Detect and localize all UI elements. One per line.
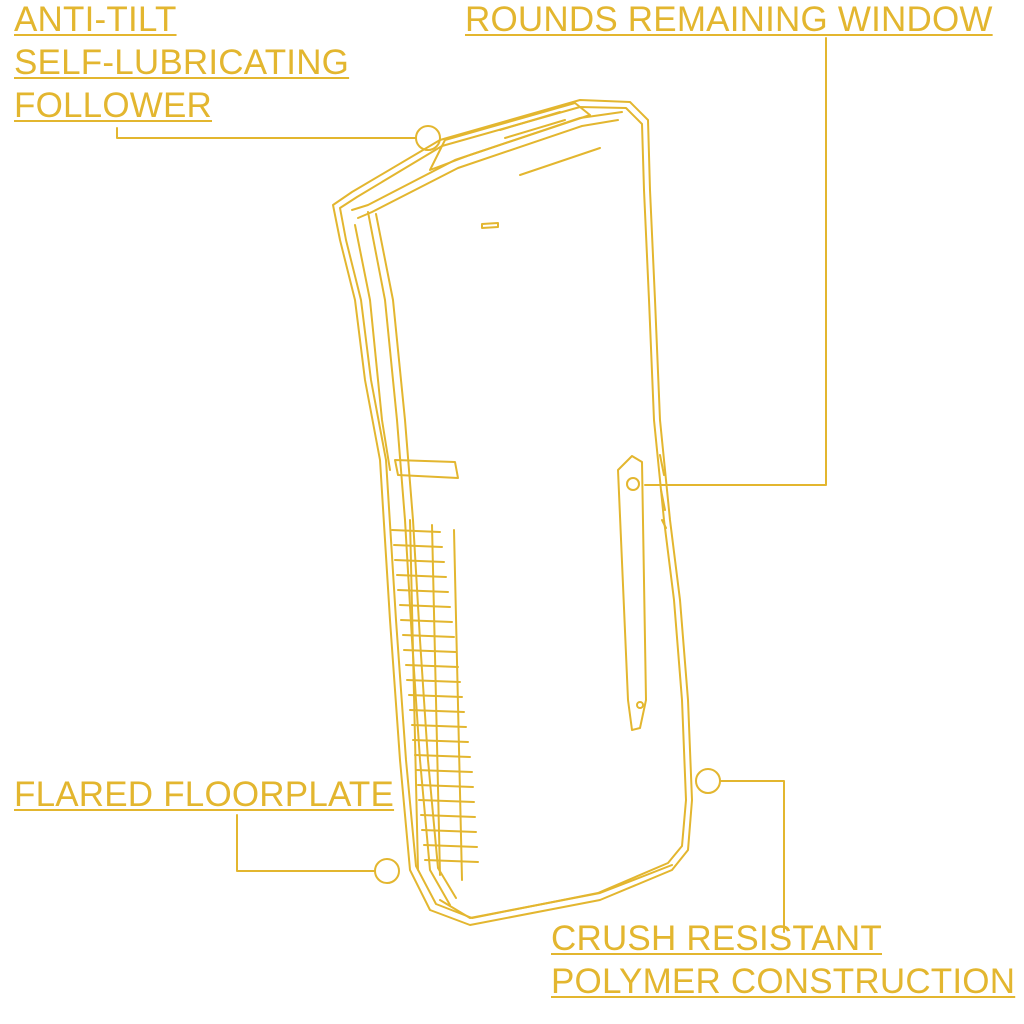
callout-follower-line-1: ANTI-TILT — [14, 0, 177, 39]
callout-floorplate-line-1: FLARED FLOORPLATE — [14, 775, 395, 814]
callout-window-line-1: ROUNDS REMAINING WINDOW — [465, 0, 993, 39]
leader-line-polymer — [719, 780, 785, 933]
callout-follower-line-3: FOLLOWER — [14, 86, 213, 125]
callout-floorplate: FLARED FLOORPLATE — [14, 773, 394, 816]
callout-polymer-line-1: CRUSH RESISTANT — [551, 919, 882, 958]
leader-line-window — [644, 37, 827, 486]
callout-window: ROUNDS REMAINING WINDOW — [465, 0, 993, 41]
callout-polymer-line-2: POLYMER CONSTRUCTION — [551, 962, 1016, 1001]
marker-circle-floorplate — [374, 858, 400, 884]
callout-follower: ANTI-TILT SELF-LUBRICATING FOLLOWER — [14, 0, 349, 127]
leader-line-floorplate — [236, 814, 376, 872]
marker-circle-follower — [415, 125, 441, 151]
callout-polymer: CRUSH RESISTANT POLYMER CONSTRUCTION — [551, 917, 1015, 1003]
leader-line-follower — [116, 127, 417, 139]
magazine-illustration — [332, 99, 693, 926]
marker-circle-polymer — [695, 768, 721, 794]
leader-lines — [116, 37, 827, 933]
window-outline — [617, 455, 647, 731]
callout-follower-line-2: SELF-LUBRICATING — [14, 43, 350, 82]
